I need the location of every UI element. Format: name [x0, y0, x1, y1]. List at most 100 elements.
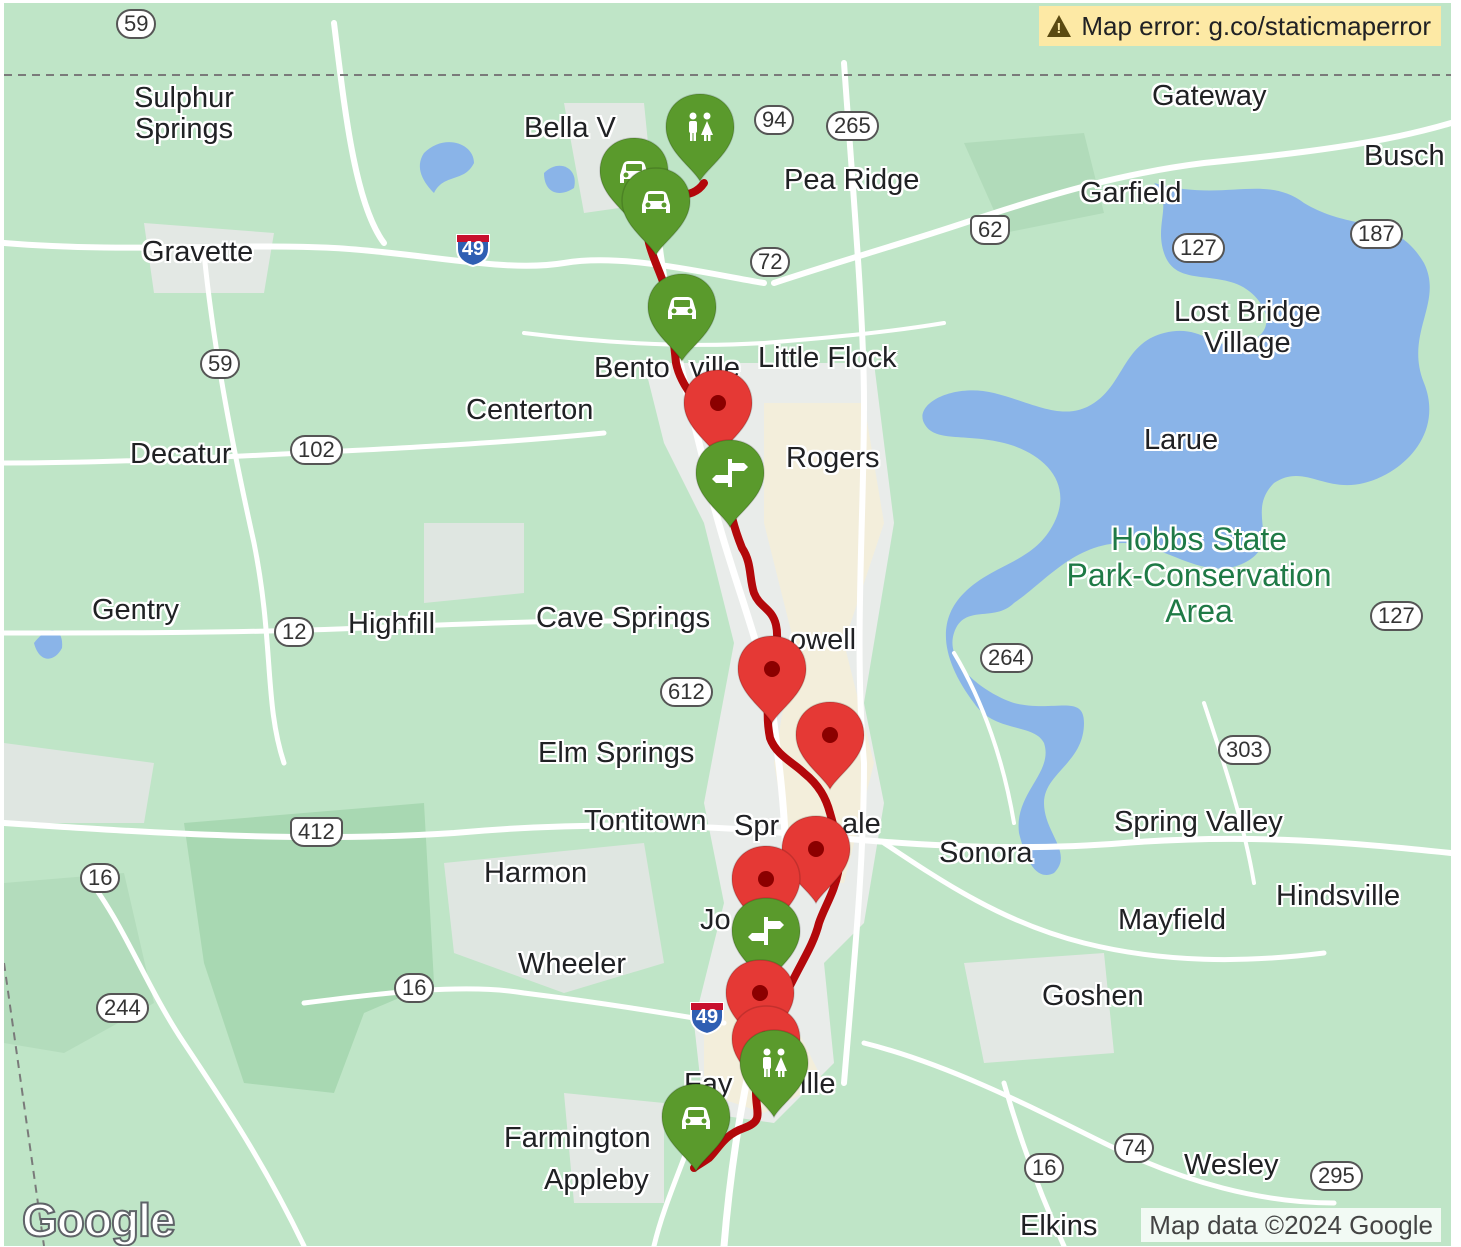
place-label: Larue	[1144, 424, 1219, 456]
place-label: Rogers	[786, 442, 880, 474]
urban-area	[964, 953, 1114, 1063]
route-shield: 72	[750, 247, 791, 277]
us-route-shield: 412	[290, 817, 343, 847]
restroom-icon	[763, 1048, 787, 1077]
place-label: Hindsville	[1276, 880, 1401, 912]
route-shield: 12	[274, 617, 315, 647]
place-label: Spr	[734, 810, 780, 842]
place-label: Mayfield	[1118, 904, 1226, 936]
state-border	[4, 962, 45, 1246]
marker-dot-icon	[808, 841, 824, 857]
place-label: Gravette	[142, 236, 254, 268]
lake	[544, 165, 575, 193]
place-label: Garfield	[1080, 177, 1182, 209]
urban-area	[4, 743, 154, 823]
route-shield: 94	[754, 105, 795, 135]
place-label: ale	[842, 808, 881, 840]
urban-area	[564, 1093, 664, 1203]
place-label: Busch	[1364, 140, 1445, 172]
route-shield: 127	[1370, 601, 1423, 631]
interstate-shield: 49	[688, 997, 726, 1036]
marker-dot-icon	[710, 395, 726, 411]
marker-dot-icon	[752, 985, 768, 1001]
route-shield: 16	[1024, 1153, 1065, 1183]
route-shield: 265	[826, 111, 879, 141]
place-label: Highfill	[348, 608, 436, 640]
google-logo: Google	[21, 1193, 176, 1246]
signpost-icon	[712, 459, 748, 487]
place-label: Decatur	[130, 438, 232, 470]
us-route-shield: 62	[970, 215, 1011, 245]
route-shield: 187	[1350, 219, 1403, 249]
place-label: Bento	[594, 352, 670, 384]
place-label: Sonora	[939, 837, 1033, 869]
place-label: Sulphur Springs	[134, 82, 234, 145]
car-icon	[642, 191, 670, 213]
place-label: Wesley	[1184, 1149, 1279, 1181]
route-shield: 264	[980, 643, 1033, 673]
lake	[1280, 240, 1394, 296]
place-label: Pea Ridge	[784, 164, 920, 196]
warning-icon: !	[1047, 15, 1072, 37]
place-label: Cave Springs	[536, 602, 711, 634]
lake	[34, 630, 63, 659]
place-label: Goshen	[1042, 980, 1144, 1012]
route-shield: 16	[394, 973, 435, 1003]
restroom-icon	[689, 112, 713, 141]
route-shield: 16	[80, 863, 121, 893]
place-label: Bella V	[524, 112, 616, 144]
place-label: Little Flock	[758, 342, 897, 374]
urban-area	[444, 843, 664, 993]
place-label: Jo	[700, 904, 731, 936]
signpost-icon	[748, 917, 784, 945]
urban-area	[144, 223, 274, 293]
car-icon	[668, 297, 696, 319]
green-poi-marker[interactable]	[662, 91, 738, 188]
lake	[922, 183, 1430, 875]
place-label: Elm Springs	[538, 737, 695, 769]
route-shield: 295	[1310, 1161, 1363, 1191]
place-label: Elkins	[1020, 1210, 1098, 1242]
forest-area	[184, 803, 434, 1093]
interstate-shield: 49	[454, 229, 492, 268]
place-label: Harmon	[484, 857, 588, 889]
car-icon	[682, 1107, 710, 1129]
route-shield: 127	[1172, 233, 1225, 263]
park-label: Hobbs State Park-Conservation Area	[1066, 521, 1332, 629]
green-poi-marker[interactable]	[736, 1027, 812, 1124]
marker-dot-icon	[764, 661, 780, 677]
place-label: Gentry	[92, 594, 180, 626]
forest-area	[964, 133, 1104, 233]
route-shield: 303	[1218, 735, 1271, 765]
green-poi-marker[interactable]	[658, 1081, 734, 1178]
place-label: Lost Bridge Village	[1174, 296, 1321, 359]
route-shield: 59	[200, 349, 241, 379]
green-poi-marker[interactable]	[644, 271, 720, 368]
marker-dot-icon	[822, 727, 838, 743]
marker-dot-icon	[758, 871, 774, 887]
route-shield: 74	[1114, 1133, 1155, 1163]
route-shield: 59	[116, 9, 157, 39]
map-error-text: Map error: g.co/staticmaperror	[1081, 10, 1431, 41]
place-label: Appleby	[544, 1164, 649, 1196]
place-label: Centerton	[466, 394, 594, 426]
lake	[419, 142, 474, 193]
place-label: Gateway	[1152, 80, 1267, 112]
urban-area	[424, 523, 524, 603]
place-label: Wheeler	[518, 948, 626, 980]
route-shield: 102	[290, 435, 343, 465]
green-poi-marker[interactable]	[692, 437, 768, 534]
map-attribution[interactable]: Map data ©2024 Google	[1141, 1208, 1441, 1242]
place-label: owell	[790, 624, 857, 656]
place-label: Spring Valley	[1114, 806, 1283, 838]
place-label: Farmington	[504, 1122, 651, 1154]
place-label: Tontitown	[584, 805, 707, 837]
map-error-banner[interactable]: ! Map error: g.co/staticmaperror	[1039, 6, 1441, 46]
route-shield: 612	[660, 677, 713, 707]
red-waypoint-marker[interactable]	[792, 699, 868, 796]
route-shield: 244	[96, 993, 149, 1023]
red-waypoint-marker[interactable]	[680, 367, 756, 464]
green-poi-marker[interactable]	[618, 165, 694, 262]
red-waypoint-marker[interactable]	[734, 633, 810, 730]
map-view[interactable]: Sulphur Springs Bella V Pea Ridge Gatewa…	[4, 3, 1451, 1246]
